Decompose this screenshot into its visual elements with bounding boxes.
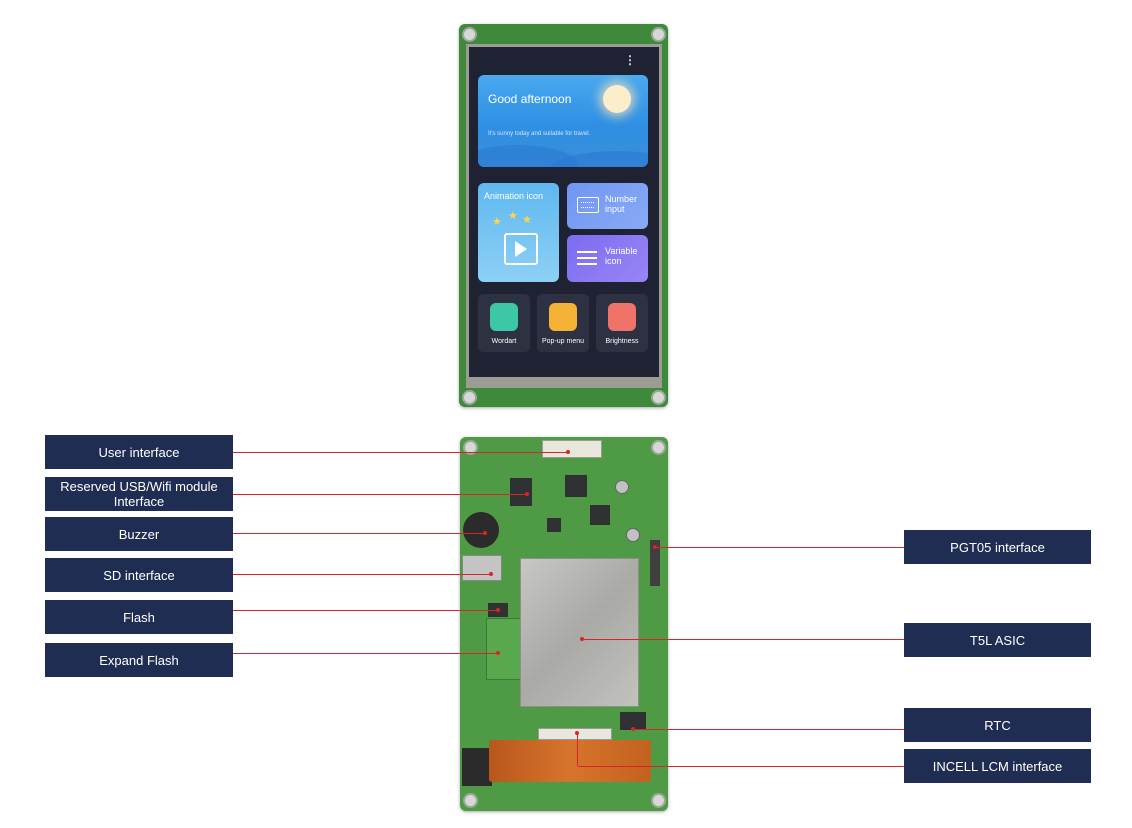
tile-label: Pop-up menu — [541, 338, 585, 345]
star-icon: ★ — [508, 210, 518, 222]
t5l-asic-shield — [520, 558, 639, 707]
leader-dot — [575, 731, 579, 735]
mounting-hole — [463, 440, 478, 455]
leader-line — [233, 452, 568, 453]
callout-usb-wifi: Reserved USB/Wifi module Interface — [45, 477, 233, 511]
card-label: Number input — [605, 194, 638, 214]
keyboard-icon — [577, 197, 599, 213]
callout-sd-interface: SD interface — [45, 558, 233, 592]
play-icon — [515, 241, 527, 257]
device-screen: ⋮ Good afternoon It's sunny today and su… — [469, 47, 659, 377]
leader-dot — [580, 637, 584, 641]
star-icon: ★ — [492, 216, 502, 228]
ic-chip — [590, 505, 610, 525]
ic-chip — [565, 475, 587, 497]
callout-t5l-asic: T5L ASIC — [904, 623, 1091, 657]
mounting-hole — [651, 27, 666, 42]
mounting-hole — [651, 440, 666, 455]
greeting-subtext: It's sunny today and suitable for travel… — [488, 131, 591, 137]
callout-buzzer: Buzzer — [45, 517, 233, 551]
leader-dot — [525, 492, 529, 496]
leader-dot — [653, 545, 657, 549]
greeting-text: Good afternoon — [488, 92, 572, 106]
tile-popup-menu: Pop-up menu — [537, 294, 589, 352]
weather-card: Good afternoon It's sunny today and suit… — [478, 75, 648, 167]
mounting-hole — [462, 390, 477, 405]
expand-flash-footprint — [486, 618, 522, 680]
mounting-hole — [651, 390, 666, 405]
leader-line — [233, 494, 527, 495]
tile-label: Wordart — [491, 338, 517, 345]
incell-lcm-flex — [489, 740, 651, 782]
hill-shape — [548, 151, 648, 167]
leader-line — [233, 653, 498, 654]
leader-line — [582, 639, 904, 640]
callout-rtc: RTC — [904, 708, 1091, 742]
brightness-icon — [608, 303, 636, 331]
capacitor — [615, 480, 629, 494]
leader-line — [233, 610, 498, 611]
callout-user-interface: User interface — [45, 435, 233, 469]
leader-line — [233, 574, 491, 575]
video-icon — [504, 233, 538, 265]
number-input-card: Number input — [567, 183, 648, 229]
sd-slot — [462, 555, 502, 581]
more-icon: ⋮ — [624, 53, 636, 67]
leader-line — [633, 729, 904, 730]
leader-dot — [496, 608, 500, 612]
callout-flash: Flash — [45, 600, 233, 634]
popup-menu-icon — [549, 303, 577, 331]
card-label: Animation icon — [484, 191, 544, 201]
leader-line — [578, 766, 904, 767]
leader-dot — [483, 531, 487, 535]
mounting-hole — [463, 793, 478, 808]
hill-shape — [478, 145, 578, 167]
rtc-battery — [620, 712, 646, 730]
sliders-icon — [577, 248, 597, 268]
wordart-icon — [490, 303, 518, 331]
card-label: Variable icon — [605, 246, 638, 266]
leader-dot — [631, 727, 635, 731]
capacitor — [626, 528, 640, 542]
star-icon: ★ — [522, 214, 532, 226]
flex-cable-end — [462, 748, 492, 786]
ic-chip — [547, 518, 561, 532]
mounting-hole — [462, 27, 477, 42]
animation-icon-card: Animation icon ★ ★ ★ — [478, 183, 559, 282]
tile-label: Brightness — [605, 338, 639, 345]
tile-wordart: Wordart — [478, 294, 530, 352]
leader-dot — [566, 450, 570, 454]
leader-line — [577, 733, 578, 766]
leader-line — [233, 533, 485, 534]
variable-icon-card: Variable icon — [567, 235, 648, 282]
leader-dot — [489, 572, 493, 576]
callout-incell-lcm: INCELL LCM interface — [904, 749, 1091, 783]
callout-expand-flash: Expand Flash — [45, 643, 233, 677]
usb-wifi-header — [510, 478, 532, 506]
sun-icon — [603, 85, 631, 113]
mounting-hole — [651, 793, 666, 808]
user-interface-connector — [542, 440, 602, 458]
tile-brightness: Brightness — [596, 294, 648, 352]
buzzer — [463, 512, 499, 548]
pgt05-header — [650, 540, 660, 586]
callout-pgt05-interface: PGT05 interface — [904, 530, 1091, 564]
leader-dot — [496, 651, 500, 655]
leader-line — [655, 547, 904, 548]
